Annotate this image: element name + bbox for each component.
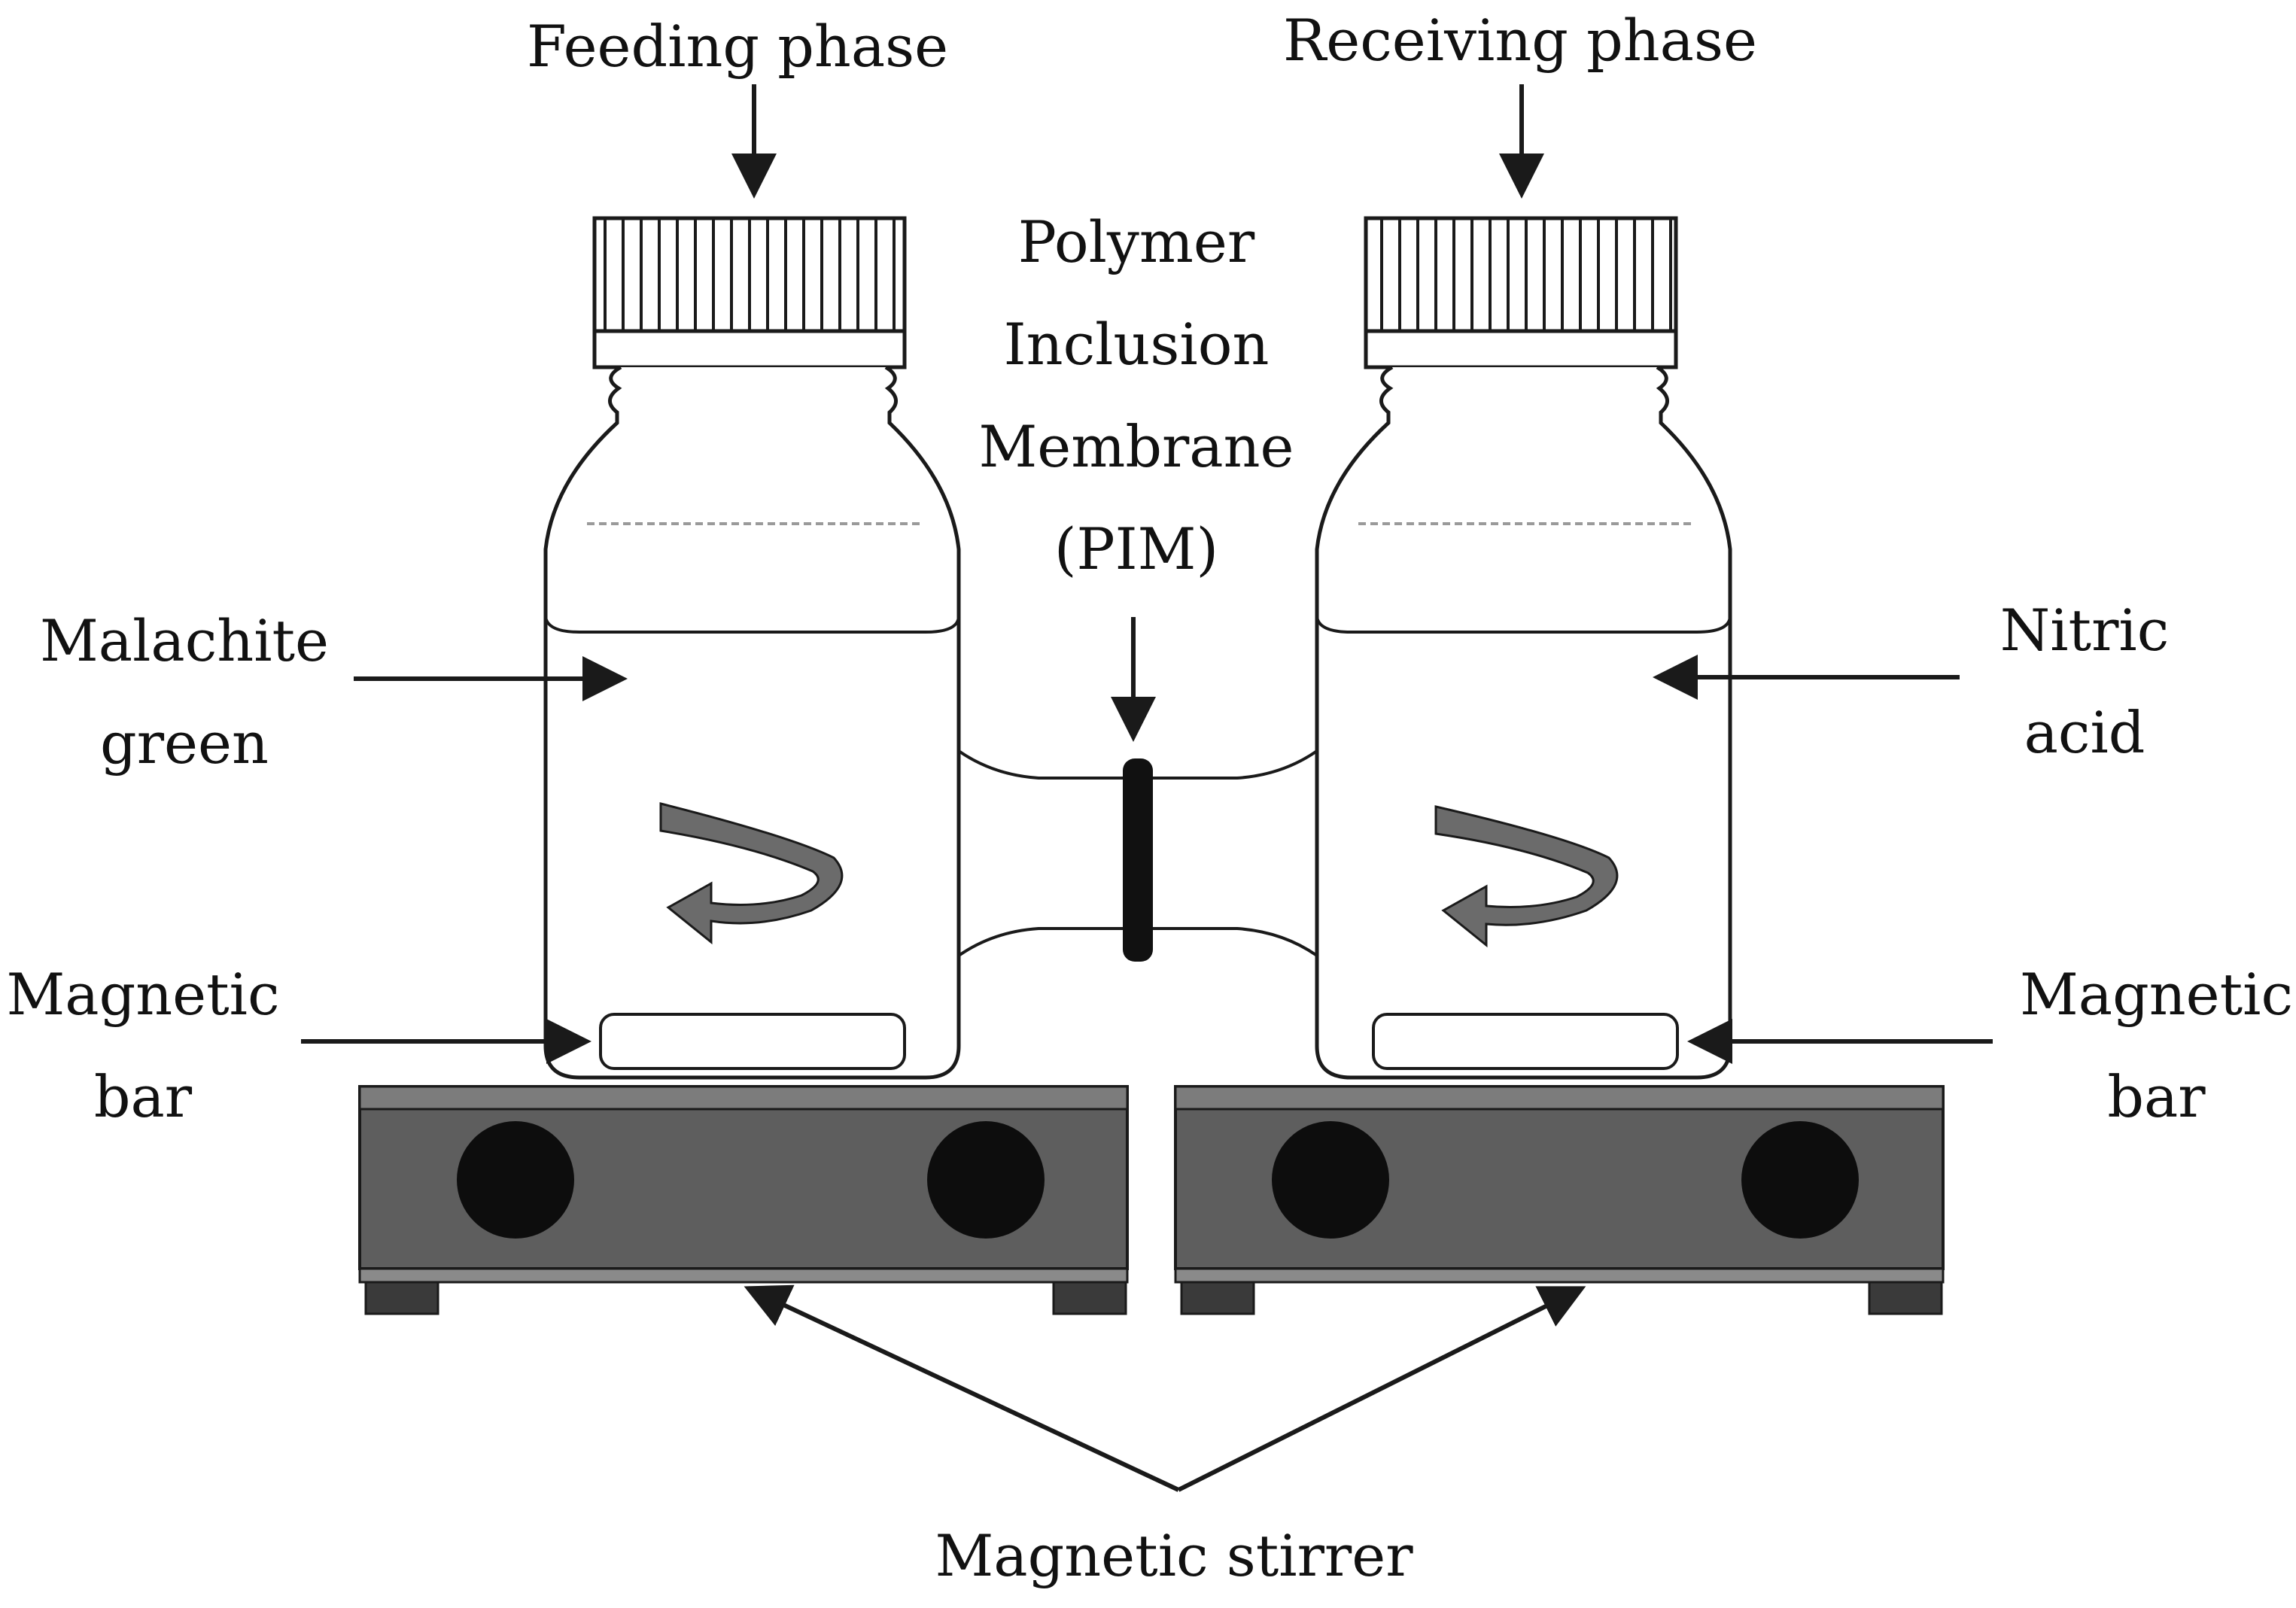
left-stirrer-knob-1 [457,1121,574,1239]
right-bottle-body [1315,365,1732,1080]
right-rotation-arrow [1434,805,1619,948]
right-liquid-level [1315,616,1732,634]
left-rotation-arrow [659,802,844,945]
label-magnetic-bar-left: Magnetic bar [6,961,280,1130]
right-bottle [1315,216,1732,1080]
label-arrows [301,84,1993,1492]
arrow-stirrer-right [1177,1286,1586,1492]
label-receiving-phase: Receiving phase [1283,7,1757,74]
right-stirrer-knob-1 [1272,1121,1389,1239]
label-feeding-phase: Feeding phase [527,13,949,80]
right-magnetic-stirrer [1174,1085,1945,1315]
label-malachite-green: Malachite green [39,607,330,777]
arrow-stirrer-left [744,1284,1180,1492]
right-magnetic-bar [1372,1013,1679,1070]
label-magnetic-stirrer: Magnetic stirrer [935,1522,1413,1589]
left-magnetic-stirrer [358,1085,1129,1315]
label-pim: Polymer Inclusion Membrane (PIM) [978,208,1294,582]
left-liquid-level [544,616,960,634]
right-stirrer-knob-2 [1741,1121,1859,1239]
label-magnetic-bar-right: Magnetic bar [2019,961,2294,1130]
pim-membrane [1123,758,1153,962]
left-bottle-body [543,365,961,1080]
left-bottle-cap [592,216,907,369]
right-bottle-cap [1364,216,1678,369]
left-stirrer-knob-2 [927,1121,1045,1239]
left-magnetic-bar [599,1013,906,1070]
left-bottle [543,216,961,1080]
connector-tube [957,749,1318,957]
label-nitric-acid: Nitric acid [1999,597,2170,766]
